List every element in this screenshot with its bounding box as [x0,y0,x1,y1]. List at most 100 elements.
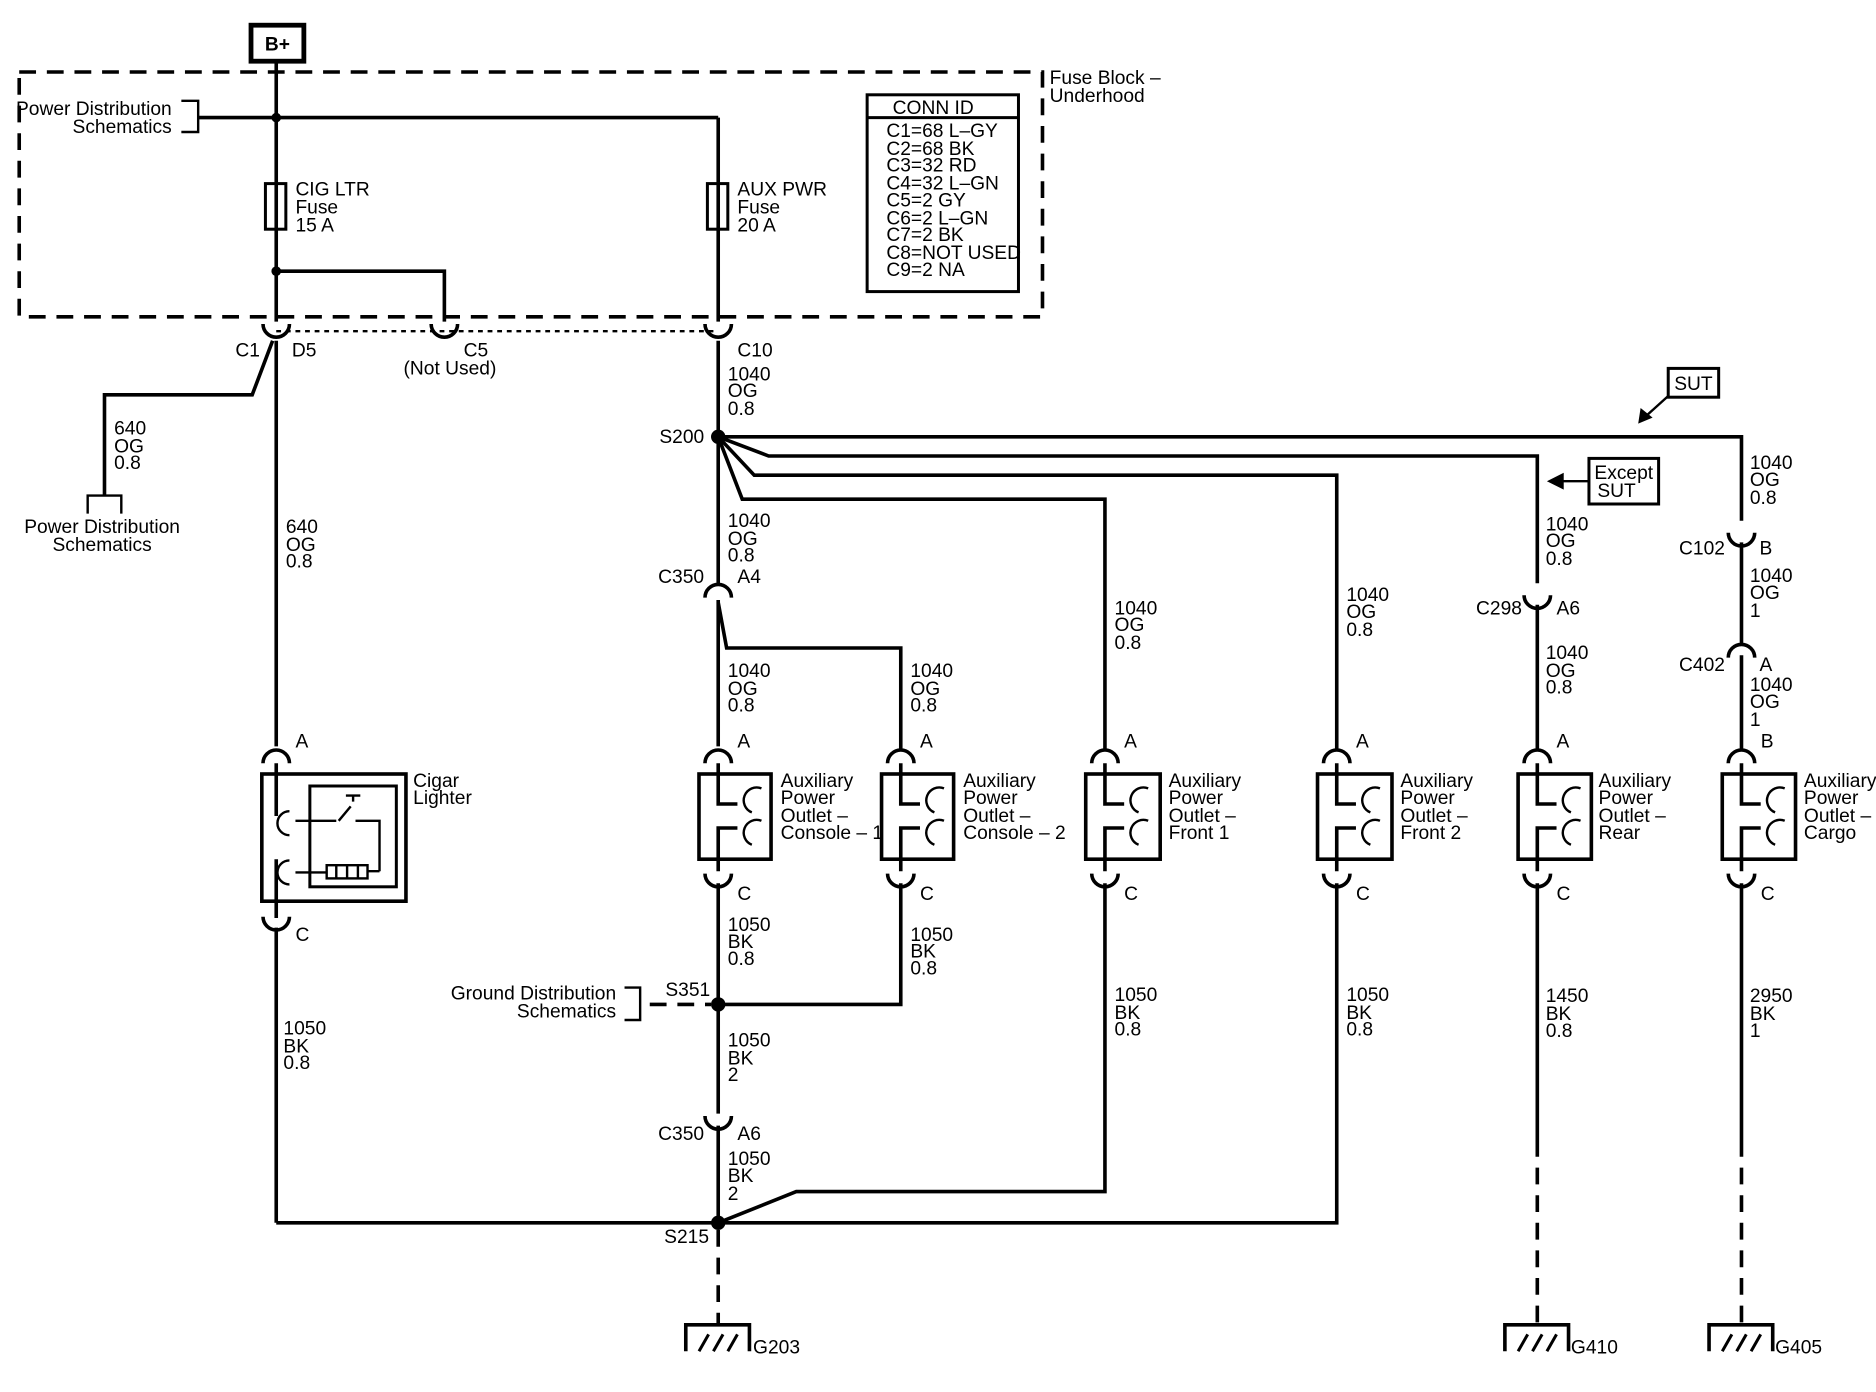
wire-label: 640 [286,517,318,538]
wire-label: BK [1115,1003,1141,1024]
wire-label: 1050 [728,1149,771,1170]
component-label: Power [781,788,836,809]
ground-label: G203 [753,1338,800,1359]
supply-label: B+ [265,34,290,55]
wire-label: 1040 [1346,585,1389,606]
wire-label: BK [283,1036,309,1057]
splice-label: S215 [664,1227,709,1248]
wire-1040-to-console2 [716,602,903,749]
option-label: SUT [1674,374,1713,395]
power-dist-ref-bottom-1: Power Distribution [24,517,180,538]
arrow-icon [1638,408,1653,424]
cig-fuse-label-3: 15 A [295,216,334,237]
component-label: Auxiliary [781,771,854,792]
wire-label: OG [1115,615,1145,636]
pin-label: A [1557,732,1570,753]
component-label: Auxiliary [1400,771,1473,792]
battery-supply: B+ [248,22,307,64]
ground-symbol-icon [1503,1323,1571,1352]
component-label: Power [1400,788,1455,809]
power-dist-ref-bottom-2: Schematics [52,535,151,556]
ground-dist-ref-1: Ground Distribution [451,984,616,1005]
wire-label: 1 [1750,710,1761,731]
pin-label: C [1761,884,1775,905]
conn-id-row: C9=2 NA [886,260,965,281]
pin-label: C [295,925,309,946]
connector-label: (Not Used) [404,358,497,379]
wire-label: 0.8 [1115,1020,1142,1041]
ground-symbol-icon [1707,1323,1775,1352]
wire-label: 2 [728,1065,739,1086]
component-label: Power [1169,788,1224,809]
connector-label: A4 [737,567,761,588]
wire-label: 1040 [1750,566,1793,587]
aux-outlet-console-2 [879,748,956,889]
option-sut: SUT [1638,366,1721,424]
component-label: Outlet – [1804,806,1872,827]
pin-label: A [1356,732,1369,753]
wire-label: 0.8 [283,1053,310,1074]
aux-outlet-front-1 [1083,748,1162,889]
aux-fuse-label-3: 20 A [737,216,776,237]
ref-bracket-icon [181,99,200,134]
wire-label: OG [1750,583,1780,604]
wire-label: 0.8 [1346,620,1373,641]
wire-label: 1040 [1115,598,1158,619]
wire-label: BK [728,932,754,953]
wire-label: 1040 [1750,453,1793,474]
wire-label: 1450 [1546,986,1589,1007]
wire-label: OG [1546,531,1576,552]
connector-label: C102 [1679,538,1725,559]
connector-c402-icon [1726,642,1757,658]
pin-label: C [1124,884,1138,905]
connector-label: C5 [464,340,489,361]
conn-id-row: C3=32 RD [886,156,976,177]
conn-id-row: C7=2 BK [886,225,964,246]
component-label: Console – 2 [963,823,1065,844]
wire-label: 0.8 [1546,678,1573,699]
component-label: Front 1 [1169,823,1230,844]
arrow-icon [1546,472,1564,490]
connector-c350-icon [703,582,734,598]
ref-bracket-icon [624,986,642,1022]
wire-label: 1050 [283,1018,326,1039]
component-label: Auxiliary [1169,771,1242,792]
wire-label: 1050 [728,915,771,936]
conn-id-header: CONN ID [893,98,974,119]
connector-icon [261,748,292,764]
wire-label: OG [1750,470,1780,491]
wire-label: 1050 [1115,985,1158,1006]
pin-label: B [1761,732,1774,753]
wire-label: OG [910,679,940,700]
wire-label: 0.8 [728,546,755,567]
wire-label: BK [1346,1003,1372,1024]
connector-label: C350 [658,567,704,588]
option-label: SUT [1597,481,1636,502]
connector-label: D5 [292,340,317,361]
power-dist-ref-top-1: Power Distribution [16,99,172,120]
connector-label: C1 [235,340,260,361]
wire-1050-front1 [717,883,1107,1225]
pin-label: C [737,884,751,905]
pin-label: C [1356,884,1370,905]
component-label: Cigar [413,771,459,792]
wire-label: 0.8 [728,949,755,970]
wire-label: OG [1750,692,1780,713]
wire-label: 1040 [910,661,953,682]
conn-id-row: C4=32 L–GN [886,174,999,195]
wire-label: BK [1750,1004,1776,1025]
option-except-sut: Except SUT [1546,456,1661,506]
pin-label: A [1124,732,1137,753]
component-label: Outlet – [1400,806,1468,827]
conn-id-row: C2=68 BK [886,139,974,160]
wire-label: 1050 [910,925,953,946]
wire-1050-console2 [718,883,903,1007]
splice-s215 [711,1215,726,1230]
cigar-lighter [260,763,408,918]
component-label: Auxiliary [1804,771,1876,792]
wire-label: BK [910,942,936,963]
wire-label: 1 [1750,601,1761,622]
wire-label: BK [728,1048,754,1069]
connector-c5-icon [429,323,460,339]
